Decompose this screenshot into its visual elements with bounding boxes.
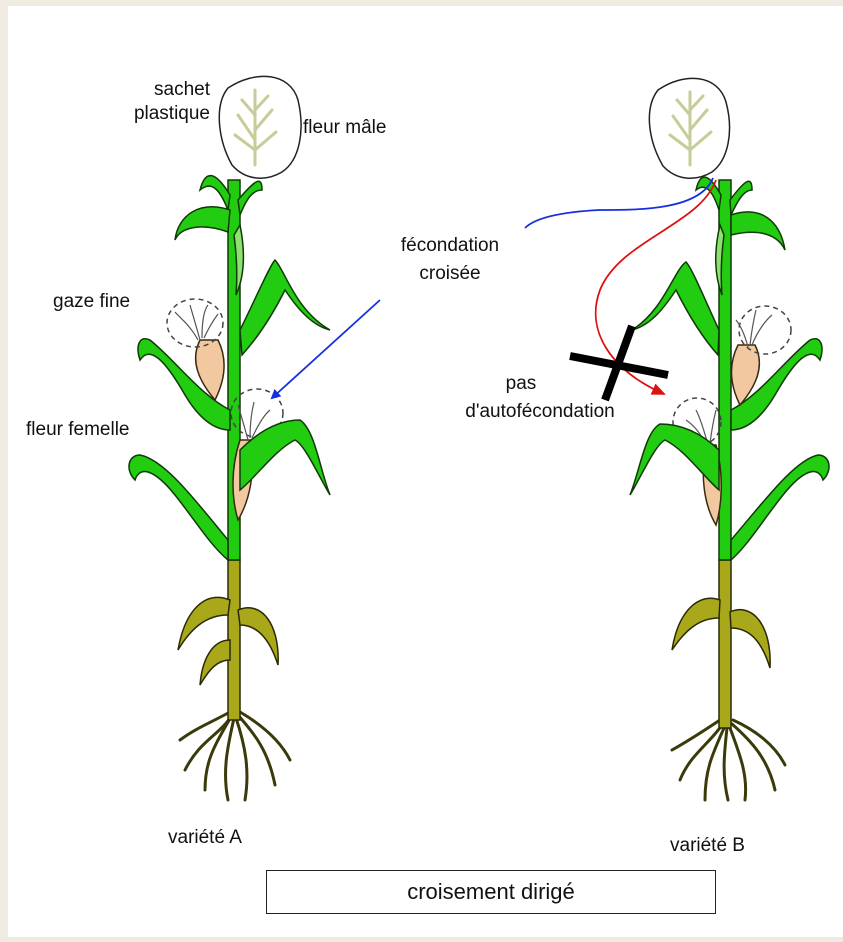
- label-pas-line2: d'autofécondation: [435, 400, 645, 424]
- caption-box: croisement dirigé: [266, 870, 716, 914]
- label-sachet-plastique: sachet plastique: [120, 78, 210, 126]
- label-variete-b: variété B: [670, 834, 745, 858]
- label-pas-autofecondation: pas d'autofécondation: [435, 372, 645, 424]
- label-sachet-line2: plastique: [120, 102, 210, 126]
- label-sachet-line1: sachet: [120, 78, 210, 102]
- label-variete-a: variété A: [168, 826, 242, 850]
- label-gaze-fine: gaze fine: [53, 290, 130, 314]
- stem-lower-b: [719, 560, 731, 728]
- label-fleur-male: fleur mâle: [303, 116, 386, 140]
- label-fecondation-line1: fécondation: [370, 234, 530, 258]
- label-fleur-femelle: fleur femelle: [26, 418, 130, 442]
- plastic-bag-a: [219, 76, 301, 178]
- label-fecondation-line2: croisée: [370, 262, 530, 286]
- label-pas-line1: pas: [435, 372, 645, 396]
- label-fecondation-croisee: fécondation croisée: [370, 234, 530, 286]
